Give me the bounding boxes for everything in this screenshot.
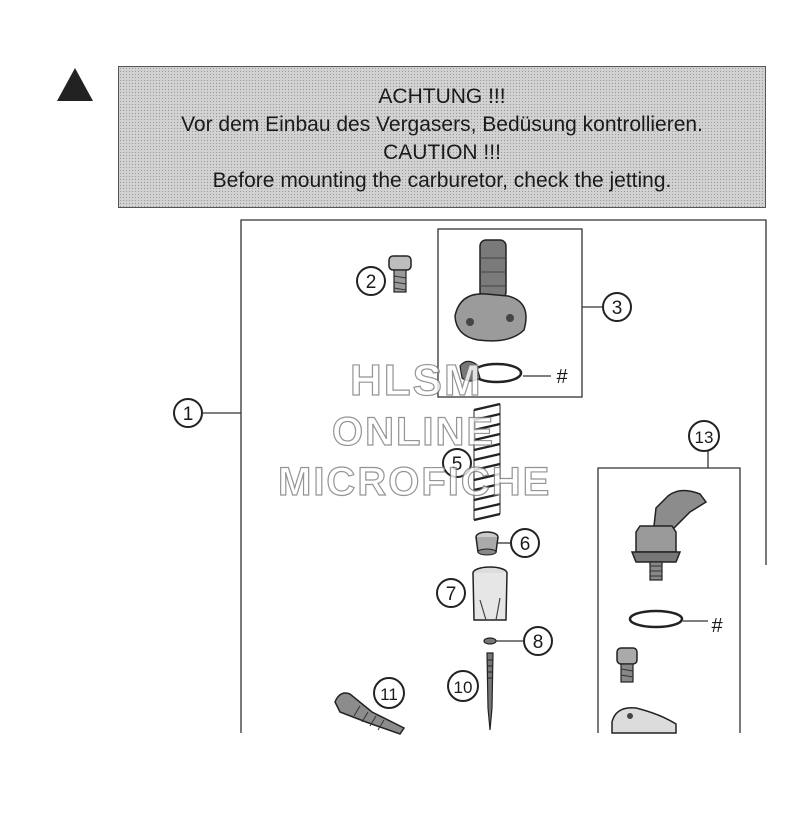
- callout-8-circle: [523, 626, 553, 656]
- callout-13: 13: [695, 428, 714, 447]
- callout-2-circle: [356, 266, 386, 296]
- warning-line-en-text: Before mounting the carburetor, check th…: [212, 169, 672, 192]
- part-13-oring: [628, 609, 684, 629]
- callout-8: 8: [533, 632, 544, 653]
- part-3-oring: [459, 360, 523, 384]
- watermark-line-1: HLSM: [349, 355, 483, 405]
- callout-6-circle: [510, 528, 540, 558]
- part-11-adjuster: [334, 692, 406, 735]
- watermark-line-3: MICROFICHE: [277, 459, 552, 504]
- part-2-screw: [388, 255, 412, 293]
- callout-10-circle: [447, 670, 479, 702]
- warning-line-de-text: Vor dem Einbau des Vergasers, Bedüsung k…: [181, 113, 703, 136]
- callout-5: 5: [452, 454, 463, 475]
- part-10-needle: [486, 652, 494, 731]
- hash-mark-b: #: [711, 615, 723, 637]
- callout-7-circle: [436, 578, 466, 608]
- callout-1-circle: [173, 398, 203, 428]
- caution-banner: ACHTUNG !!! Vor dem Einbau des Vergasers…: [118, 66, 766, 208]
- callout-6: 6: [520, 534, 531, 555]
- callout-11: 11: [380, 685, 398, 704]
- callout-3-circle: [602, 292, 632, 322]
- callout-5-circle: [442, 448, 472, 478]
- callout-1: 1: [183, 404, 194, 425]
- callout-7: 7: [446, 584, 457, 605]
- part-7-slide: [472, 566, 508, 621]
- watermark-line-2: ONLINE: [331, 409, 496, 454]
- warning-line-en-title: CAUTION !!!: [383, 141, 501, 164]
- part-3-cover: [454, 239, 527, 342]
- warning-line-de-title: ACHTUNG !!!: [378, 85, 506, 108]
- hash-mark-a: #: [556, 366, 568, 388]
- callout-13-circle: [688, 420, 720, 452]
- callout-3: 3: [612, 298, 623, 319]
- part-13-bracket: [611, 707, 677, 734]
- part-8-clip: [483, 637, 497, 645]
- callout-2: 2: [366, 272, 377, 293]
- part-13-screw: [616, 647, 638, 683]
- part-13-assembly: [630, 489, 708, 581]
- subgroup-13-box: [597, 467, 741, 733]
- assembly-bracket: [240, 219, 767, 733]
- subgroup-3-box: [437, 228, 583, 398]
- warning-triangle-icon: [57, 68, 93, 101]
- part-5-spring: [473, 402, 501, 522]
- callout-10: 10: [454, 678, 473, 697]
- callout-11-circle: [373, 677, 405, 709]
- part-6-retainer: [475, 531, 499, 556]
